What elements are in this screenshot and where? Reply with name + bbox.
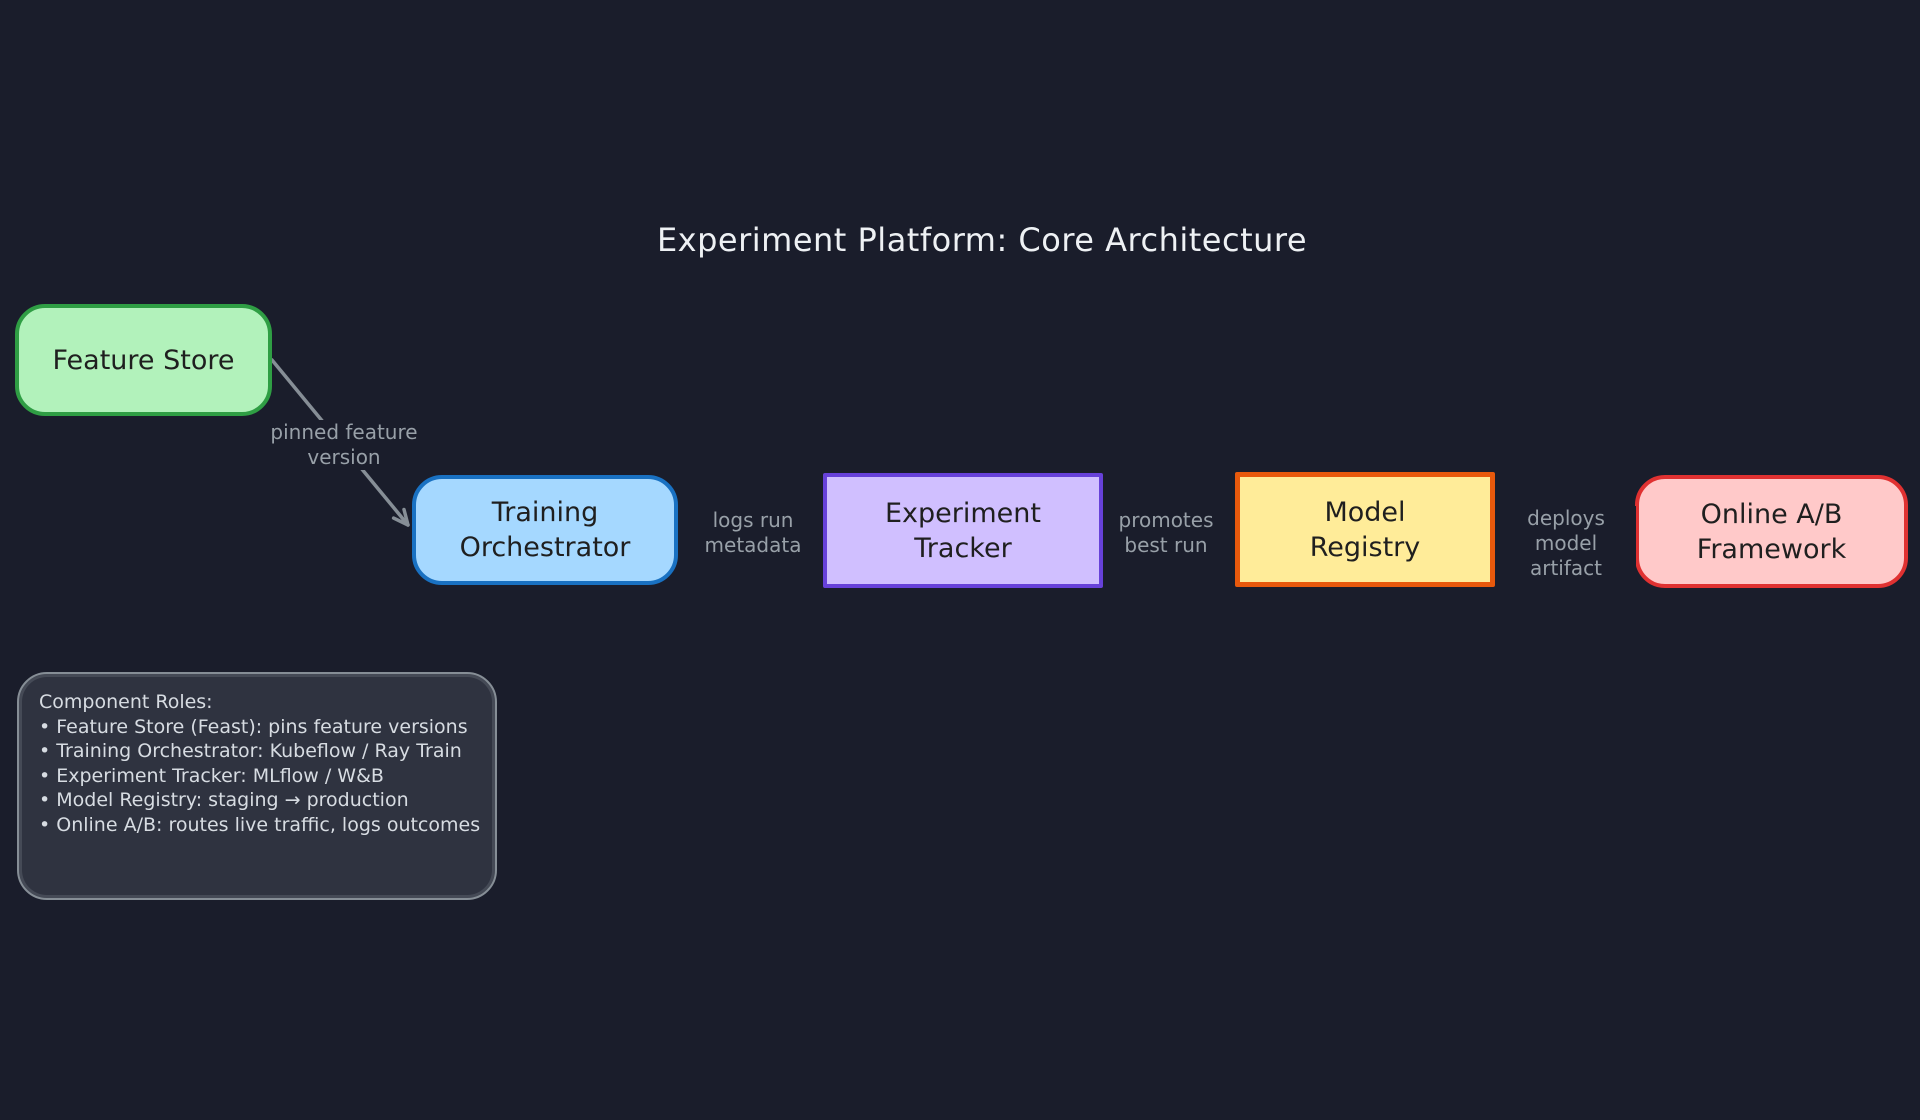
node-label-line: Orchestrator xyxy=(459,532,631,563)
node-label-line: Experiment xyxy=(884,497,1041,529)
edge-label-line: promotes xyxy=(1118,508,1214,532)
edge-label-deploys-model-artifact[interactable]: deploys model artifact xyxy=(1496,506,1636,581)
node-label-line: Training xyxy=(491,497,599,528)
note-line: Component Roles: xyxy=(39,691,213,713)
edge-label-line: metadata xyxy=(704,533,802,557)
node-model-registry[interactable]: Model Registry xyxy=(1235,472,1495,587)
node-label: Feature Store xyxy=(53,343,235,378)
edge-label-line: logs run xyxy=(712,508,794,532)
edge-label-line: artifact xyxy=(1529,556,1602,580)
note-line: • Model Registry: staging → production xyxy=(39,789,409,811)
edge-label-logs-run-metadata[interactable]: logs run metadata xyxy=(703,508,803,558)
node-label-line: Model xyxy=(1324,496,1406,528)
note-line: • Experiment Tracker: MLflow / W&B xyxy=(39,764,384,787)
node-label-line: Online A/B xyxy=(1700,498,1843,530)
edge-label-pinned-feature-version[interactable]: pinned feature version xyxy=(268,420,420,470)
edge-label-line: pinned feature xyxy=(270,420,418,444)
node-label: Model Registry xyxy=(1310,495,1421,565)
node-label-line: Framework xyxy=(1696,533,1847,565)
edge-label-promotes-best-run[interactable]: promotes best run xyxy=(1116,508,1216,558)
note-component-roles[interactable]: Component Roles: • Feature Store (Feast)… xyxy=(17,672,497,900)
node-label: Experiment Tracker xyxy=(885,496,1041,566)
arrow-head-icon xyxy=(391,507,410,527)
edge-label-line: deploys model xyxy=(1527,506,1605,555)
node-training-orchestrator[interactable]: Training Orchestrator xyxy=(412,475,678,585)
node-label-line: Tracker xyxy=(914,532,1012,564)
node-online-ab-framework[interactable]: Online A/B Framework xyxy=(1635,475,1908,588)
edge-label-line: version xyxy=(307,445,381,469)
note-line: • Training Orchestrator: Kubeflow / Ray … xyxy=(39,740,462,762)
node-feature-store[interactable]: Feature Store xyxy=(15,304,272,416)
node-label: Online A/B Framework xyxy=(1697,497,1846,567)
diagram-title[interactable]: Experiment Platform: Core Architecture xyxy=(656,221,1308,259)
node-label: Training Orchestrator xyxy=(460,495,631,565)
note-line: • Feature Store (Feast): pins feature ve… xyxy=(39,715,468,738)
node-label-line: Feature Store xyxy=(52,344,235,376)
note-line: • Online A/B: routes live traffic, logs … xyxy=(39,813,481,836)
node-experiment-tracker[interactable]: Experiment Tracker xyxy=(823,473,1103,588)
edge-label-line: best run xyxy=(1124,533,1208,557)
node-label-line: Registry xyxy=(1309,531,1421,563)
